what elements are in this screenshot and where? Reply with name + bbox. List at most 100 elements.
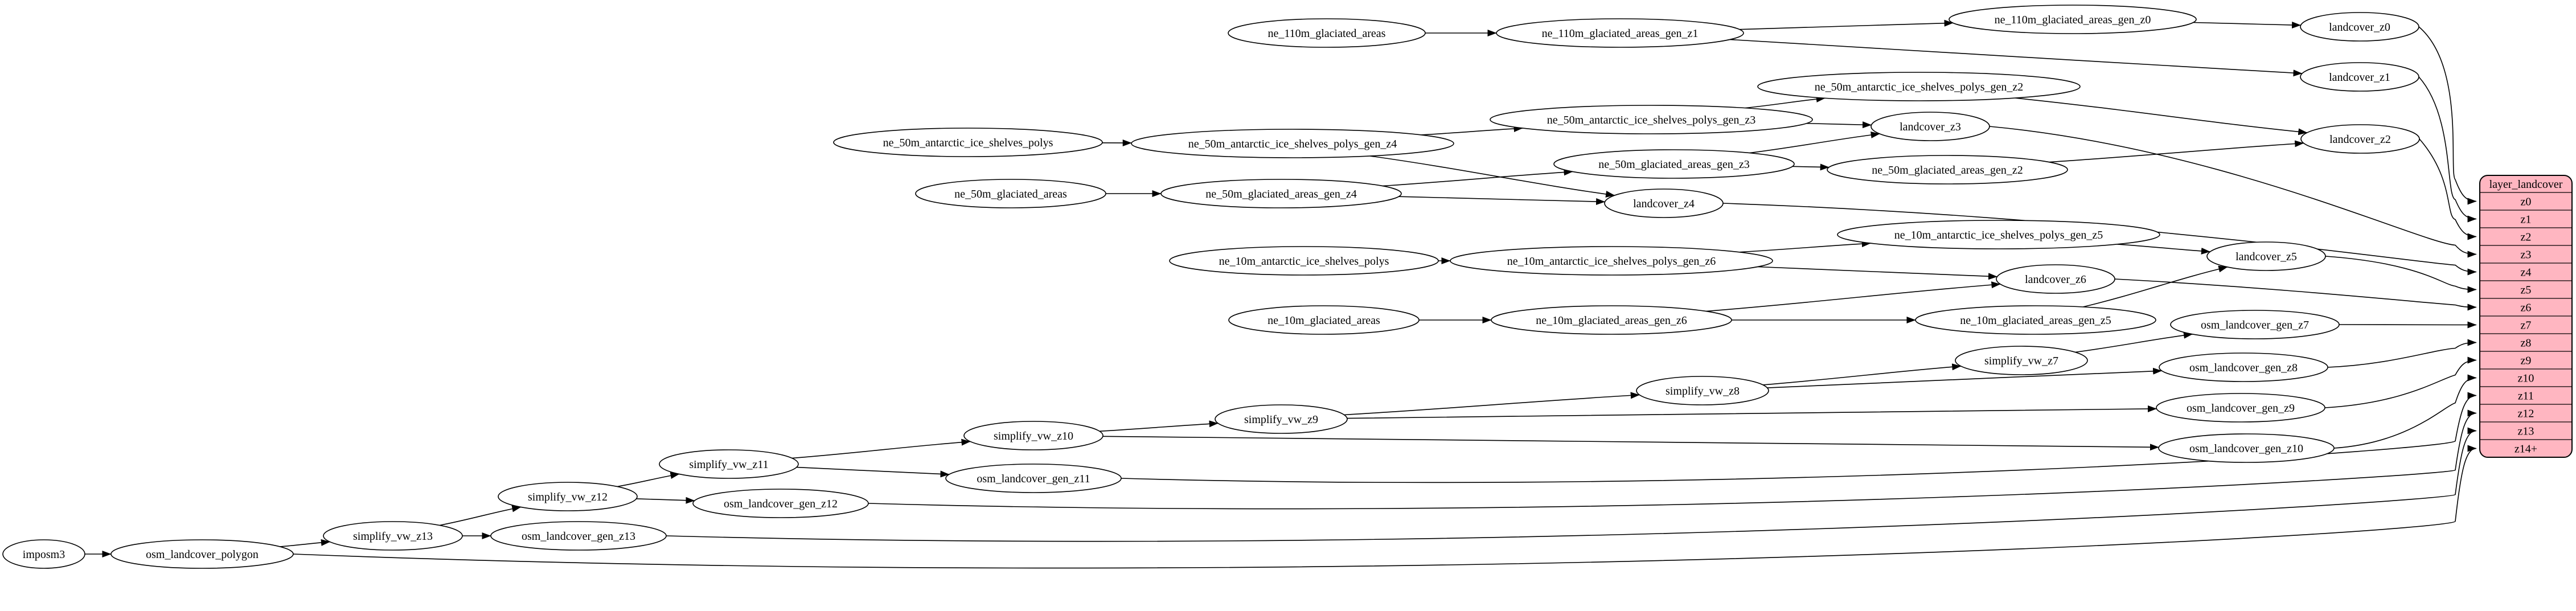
- edge-ne_50m_antarctic_ice_shelves_polys_gen_z4-to-ne_50m_antarctic_ice_shelves_polys_gen_z3: [1421, 125, 1523, 136]
- node-ellipse-landcover_z3: [1871, 112, 1990, 141]
- node-ellipse-ne_110m_glaciated_areas: [1228, 18, 1426, 48]
- node-ellipse-landcover_z2: [2300, 124, 2420, 154]
- node-ellipse-osm_landcover_polygon: [110, 539, 294, 569]
- edge-osm_landcover_gen_z10-to-layer_landcover-z10: [2333, 374, 2477, 449]
- node-ellipse-landcover_z5: [2206, 241, 2326, 271]
- node-label-ne_110m_glaciated_areas: ne_110m_glaciated_areas: [1268, 27, 1386, 40]
- node-ne_10m_glaciated_areas_gen_z5: ne_10m_glaciated_areas_gen_z5: [1915, 305, 2156, 335]
- edge-osm_landcover_gen_z8-to-layer_landcover-z8: [2327, 339, 2477, 368]
- table-row-z14+: z14+: [2515, 443, 2537, 456]
- edge-simplify_vw_z7-to-osm_landcover_gen_z7: [2075, 331, 2193, 353]
- node-ellipse-landcover_z0: [2300, 12, 2419, 42]
- edge-osm_landcover_gen_z12-to-layer_landcover-z12: [868, 409, 2477, 510]
- edge-simplify_vw_z12-to-osm_landcover_gen_z12: [636, 497, 695, 504]
- node-ne_110m_glaciated_areas_gen_z0: ne_110m_glaciated_areas_gen_z0: [1949, 5, 2197, 34]
- node-label-osm_landcover_gen_z8: osm_landcover_gen_z8: [2189, 362, 2298, 374]
- node-label-ne_110m_glaciated_areas_gen_z0: ne_110m_glaciated_areas_gen_z0: [1995, 14, 2151, 26]
- edge-simplify_vw_z13-to-simplify_vw_z12: [440, 505, 522, 526]
- node-ellipse-ne_50m_antarctic_ice_shelves_polys_gen_z3: [1490, 105, 1813, 134]
- edge-ne_50m_antarctic_ice_shelves_polys_gen_z4-to-landcover_z4: [1369, 155, 1615, 198]
- node-label-landcover_z5: landcover_z5: [2235, 251, 2297, 263]
- node-ellipse-imposm3: [2, 539, 85, 569]
- node-ellipse-osm_landcover_gen_z7: [2170, 310, 2340, 339]
- node-label-simplify_vw_z11: simplify_vw_z11: [689, 458, 768, 471]
- node-osm_landcover_gen_z13: osm_landcover_gen_z13: [490, 521, 667, 551]
- node-ellipse-simplify_vw_z11: [659, 449, 799, 479]
- node-landcover_z4: landcover_z4: [1604, 188, 1724, 218]
- node-ellipse-ne_10m_glaciated_areas_gen_z6: [1491, 305, 1732, 335]
- node-ne_50m_glaciated_areas: ne_50m_glaciated_areas: [915, 179, 1106, 208]
- node-label-osm_landcover_gen_z7: osm_landcover_gen_z7: [2201, 319, 2309, 331]
- edge-simplify_vw_z9-to-osm_landcover_gen_z9: [1347, 405, 2157, 419]
- node-label-ne_50m_glaciated_areas_gen_z2: ne_50m_glaciated_areas_gen_z2: [1872, 164, 2023, 177]
- edge-ne_50m_glaciated_areas_gen_z2-to-landcover_z2: [2049, 140, 2304, 163]
- node-imposm3: imposm3: [2, 539, 85, 569]
- node-label-simplify_vw_z13: simplify_vw_z13: [353, 530, 433, 543]
- node-landcover_z6: landcover_z6: [1996, 264, 2115, 294]
- node-label-simplify_vw_z10: simplify_vw_z10: [994, 430, 1073, 442]
- node-ne_50m_antarctic_ice_shelves_polys_gen_z3: ne_50m_antarctic_ice_shelves_polys_gen_z…: [1490, 105, 1813, 134]
- node-osm_landcover_gen_z7: osm_landcover_gen_z7: [2170, 310, 2340, 339]
- node-ellipse-osm_landcover_gen_z8: [2159, 352, 2328, 382]
- node-ne_10m_glaciated_areas_gen_z6: ne_10m_glaciated_areas_gen_z6: [1491, 305, 1732, 335]
- edge-ne_50m_glaciated_areas_gen_z3-to-ne_50m_glaciated_areas_gen_z2: [1792, 163, 1830, 171]
- node-label-ne_10m_glaciated_areas: ne_10m_glaciated_areas: [1268, 314, 1380, 327]
- edge-ne_10m_glaciated_areas_gen_z6-to-landcover_z6: [1706, 281, 2001, 312]
- node-ne_50m_glaciated_areas_gen_z3: ne_50m_glaciated_areas_gen_z3: [1553, 149, 1795, 179]
- node-simplify_vw_z10: simplify_vw_z10: [963, 421, 1104, 450]
- node-ellipse-ne_50m_antarctic_ice_shelves_polys_gen_z2: [1757, 72, 2081, 101]
- node-label-ne_50m_glaciated_areas: ne_50m_glaciated_areas: [954, 188, 1067, 200]
- node-label-imposm3: imposm3: [23, 548, 65, 561]
- edge-ne_10m_antarctic_ice_shelves_polys_gen_z5-to-landcover_z5: [2117, 244, 2210, 255]
- table-row-z13: z13: [2518, 425, 2534, 438]
- node-simplify_vw_z11: simplify_vw_z11: [659, 449, 799, 479]
- edge-simplify_vw_z8-to-osm_landcover_gen_z8: [1767, 367, 2163, 388]
- node-ellipse-ne_50m_glaciated_areas_gen_z3: [1553, 149, 1795, 179]
- node-label-ne_10m_antarctic_ice_shelves_polys_gen_z6: ne_10m_antarctic_ice_shelves_polys_gen_z…: [1507, 255, 1716, 268]
- node-label-landcover_z1: landcover_z1: [2329, 71, 2390, 84]
- node-label-osm_landcover_gen_z11: osm_landcover_gen_z11: [977, 473, 1090, 485]
- edge-landcover_z3-to-layer_landcover-z3: [1989, 126, 2477, 258]
- node-osm_landcover_gen_z9: osm_landcover_gen_z9: [2156, 393, 2325, 423]
- table-row-z0: z0: [2521, 196, 2532, 208]
- edge-ne_50m_glaciated_areas_gen_z4-to-landcover_z4: [1398, 196, 1606, 206]
- node-label-ne_10m_glaciated_areas_gen_z5: ne_10m_glaciated_areas_gen_z5: [1960, 314, 2111, 327]
- node-ellipse-ne_50m_antarctic_ice_shelves_polys_gen_z4: [1131, 129, 1454, 158]
- edge-simplify_vw_z11-to-simplify_vw_z10: [791, 438, 971, 459]
- node-ne_10m_glaciated_areas: ne_10m_glaciated_areas: [1228, 305, 1420, 335]
- node-landcover_z5: landcover_z5: [2206, 241, 2326, 271]
- node-ellipse-landcover_z6: [1996, 264, 2115, 294]
- edge-landcover_z1-to-layer_landcover-z1: [2418, 76, 2477, 223]
- node-ellipse-simplify_vw_z10: [963, 421, 1104, 450]
- node-osm_landcover_gen_z11: osm_landcover_gen_z11: [945, 464, 1122, 493]
- edge-simplify_vw_z12-to-simplify_vw_z11: [617, 472, 680, 487]
- node-ne_10m_antarctic_ice_shelves_polys_gen_z5: ne_10m_antarctic_ice_shelves_polys_gen_z…: [1837, 220, 2160, 249]
- node-ellipse-osm_landcover_gen_z10: [2158, 433, 2335, 463]
- table-row-z2: z2: [2521, 231, 2532, 244]
- edge-ne_10m_antarctic_ice_shelves_polys_gen_z6-to-landcover_z6: [1757, 266, 1997, 280]
- node-label-ne_50m_antarctic_ice_shelves_polys: ne_50m_antarctic_ice_shelves_polys: [883, 137, 1053, 149]
- node-label-osm_landcover_gen_z12: osm_landcover_gen_z12: [724, 498, 838, 510]
- node-label-landcover_z4: landcover_z4: [1633, 198, 1695, 210]
- node-label-landcover_z0: landcover_z0: [2329, 21, 2390, 34]
- node-ellipse-ne_10m_antarctic_ice_shelves_polys: [1169, 246, 1439, 276]
- edge-osm_landcover_polygon-to-simplify_vw_z13: [280, 539, 330, 547]
- node-osm_landcover_gen_z12: osm_landcover_gen_z12: [692, 489, 869, 518]
- node-label-landcover_z2: landcover_z2: [2329, 133, 2391, 146]
- node-ne_50m_antarctic_ice_shelves_polys: ne_50m_antarctic_ice_shelves_polys: [833, 128, 1103, 157]
- node-simplify_vw_z7: simplify_vw_z7: [1955, 346, 2088, 375]
- node-ellipse-simplify_vw_z8: [1636, 376, 1769, 405]
- edge-osm_landcover_gen_z9-to-layer_landcover-z9: [2324, 356, 2477, 408]
- node-ellipse-osm_landcover_gen_z12: [692, 489, 869, 518]
- node-ne_50m_glaciated_areas_gen_z2: ne_50m_glaciated_areas_gen_z2: [1827, 155, 2068, 184]
- edge-landcover_z6-to-layer_landcover-z6: [2114, 278, 2477, 311]
- edge-osm_landcover_polygon-to-layer_landcover-z14+: [293, 445, 2477, 569]
- node-ne_50m_antarctic_ice_shelves_polys_gen_z4: ne_50m_antarctic_ice_shelves_polys_gen_z…: [1131, 129, 1454, 158]
- node-ellipse-ne_50m_glaciated_areas_gen_z4: [1160, 179, 1402, 208]
- node-ellipse-simplify_vw_z7: [1955, 346, 2088, 375]
- node-ellipse-landcover_z1: [2300, 62, 2419, 92]
- node-ne_10m_antarctic_ice_shelves_polys: ne_10m_antarctic_ice_shelves_polys: [1169, 246, 1439, 276]
- node-ellipse-ne_110m_glaciated_areas_gen_z0: [1949, 5, 2197, 34]
- node-label-landcover_z3: landcover_z3: [1900, 121, 1961, 133]
